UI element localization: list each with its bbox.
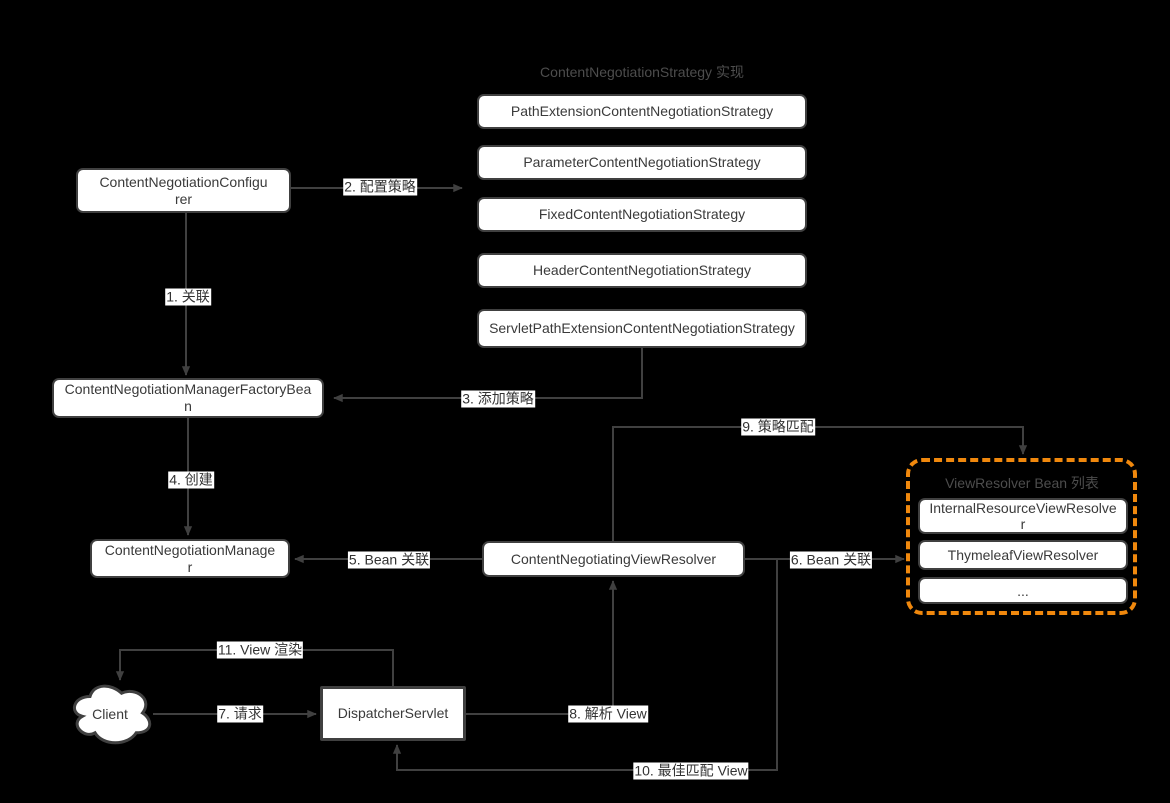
edge-label-5: 5. Bean 关联	[347, 551, 431, 569]
node-fixed-strategy: FixedContentNegotiationStrategy	[477, 197, 807, 232]
edge-8-dispatcher-to-cnvr	[466, 580, 618, 715]
edge-3-strategies-to-factorybean	[333, 348, 643, 403]
edge-9-cnvr-to-viewresolvers-top	[612, 426, 1028, 541]
node-content-negotiation-manager-factory-bean: ContentNegotiationManagerFactoryBean	[52, 378, 324, 418]
edge-label-1: 1. 关联	[165, 288, 211, 306]
edge-label-3: 3. 添加策略	[461, 390, 535, 408]
node-content-negotiation-manager: ContentNegotiationManager	[90, 539, 290, 578]
node-header-strategy: HeaderContentNegotiationStrategy	[477, 253, 807, 288]
edge-label-4: 4. 创建	[168, 471, 214, 489]
edge-label-7: 7. 请求	[217, 705, 263, 723]
node-path-extension-strategy: PathExtensionContentNegotiationStrategy	[477, 94, 807, 129]
edge-label-6: 6. Bean 关联	[789, 551, 873, 569]
client-cloud-shape	[72, 684, 152, 745]
node-thymeleaf-view-resolver: ThymeleafViewResolver	[918, 540, 1128, 570]
viewresolver-group-title: ViewResolver Bean 列表	[945, 475, 1099, 491]
node-client-label: Client	[92, 706, 128, 722]
node-internal-resource-view-resolver: InternalResourceViewResolver	[918, 498, 1128, 534]
node-dispatcher-servlet: DispatcherServlet	[320, 686, 466, 741]
edge-label-8: 8. 解析 View	[568, 705, 648, 723]
node-content-negotiating-view-resolver: ContentNegotiatingViewResolver	[482, 541, 745, 577]
edge-label-2: 2. 配置策略	[343, 178, 417, 196]
edge-label-9: 9. 策略匹配	[741, 418, 815, 436]
node-content-negotiation-configurer: ContentNegotiationConfigurer	[76, 168, 291, 213]
edge-10-junction-to-dispatcher	[392, 559, 778, 771]
strategy-group-title: ContentNegotiationStrategy 实现	[540, 64, 744, 80]
edge-label-10: 10. 最佳匹配 View	[633, 762, 749, 780]
node-more-view-resolvers: ...	[918, 577, 1128, 604]
node-parameter-strategy: ParameterContentNegotiationStrategy	[477, 145, 807, 180]
node-servlet-path-extension-strategy: ServletPathExtensionContentNegotiationSt…	[477, 309, 807, 348]
viewresolver-bean-list-group	[906, 458, 1137, 615]
edge-label-11: 11. View 渲染	[216, 641, 304, 659]
